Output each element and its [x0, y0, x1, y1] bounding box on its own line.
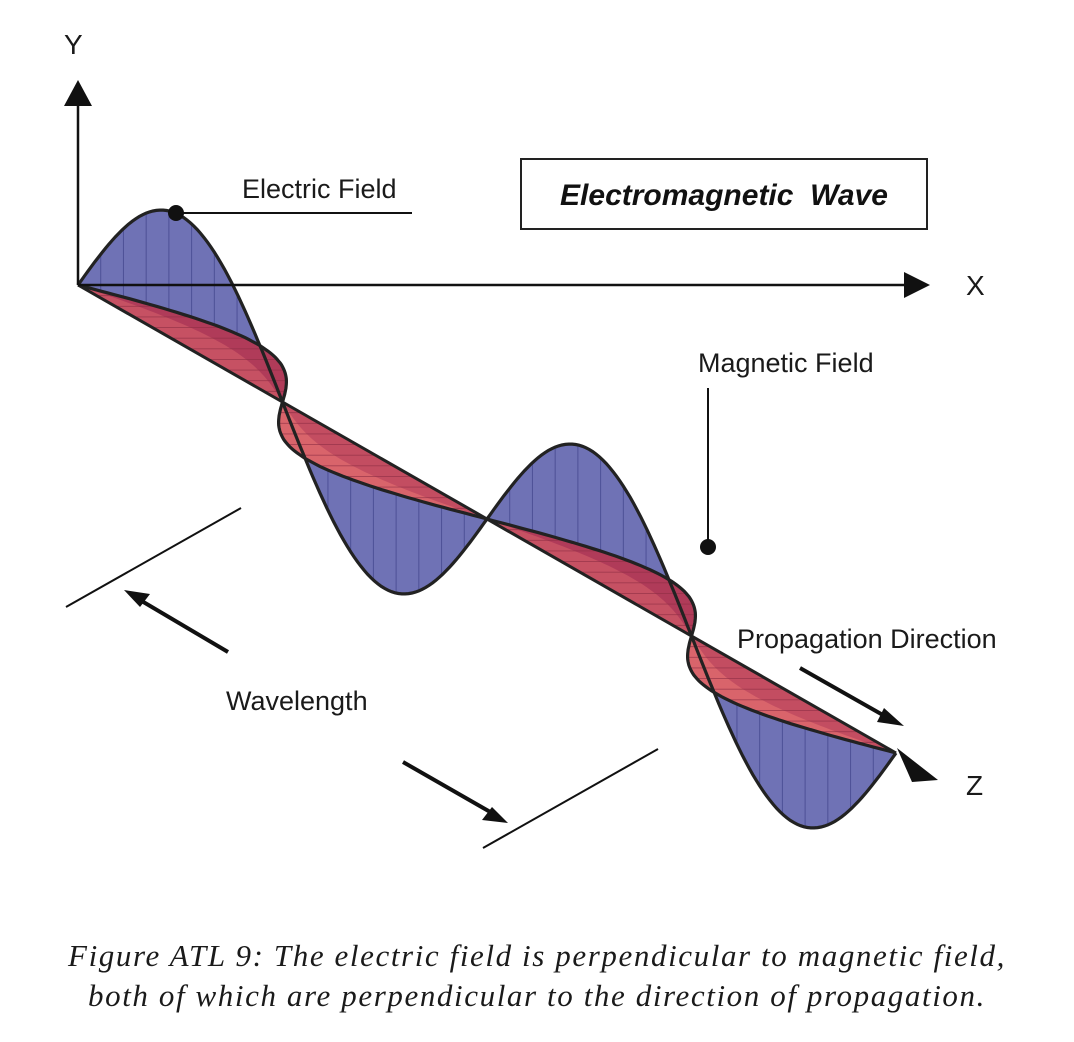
electric-field-dot [168, 205, 184, 221]
wavelength-arrow-right-shaft [402, 760, 493, 815]
caption-line-2: both of which are perpendicular to the d… [88, 978, 986, 1013]
z-axis-label: Z [966, 770, 983, 801]
z-axis-line [77, 283, 897, 755]
figure-caption: Figure ATL 9: The electric field is perp… [0, 936, 1074, 1016]
wavelength-arrow-left-head [124, 590, 150, 607]
wavelength-bracket-left [65, 507, 242, 608]
x-axis-arrow [904, 272, 930, 298]
y-axis-label: Y [64, 29, 83, 60]
magnetic-field-label: Magnetic Field [698, 348, 874, 378]
electric-field-label: Electric Field [242, 174, 397, 204]
magnetic-field-dot [700, 539, 716, 555]
x-axis-label: X [966, 270, 985, 301]
wave-outlines [76, 208, 898, 830]
propagation-direction-label: Propagation Direction [737, 624, 997, 654]
z-axis-arrow [897, 748, 938, 782]
caption-line-1: Figure ATL 9: The electric field is perp… [68, 938, 1006, 973]
propagation-arrow-shaft [799, 666, 891, 721]
wavelength-arrow-right-head [482, 807, 508, 823]
diagram-title: Electromagnetic Wave [560, 179, 888, 212]
wavelength-arrow-left-shaft [138, 598, 230, 654]
y-axis-arrow [64, 80, 92, 106]
title-box [520, 158, 928, 230]
propagation-arrow-head [877, 708, 904, 726]
wavelength-label: Wavelength [226, 686, 368, 716]
wavelength-bracket-right [482, 748, 659, 849]
